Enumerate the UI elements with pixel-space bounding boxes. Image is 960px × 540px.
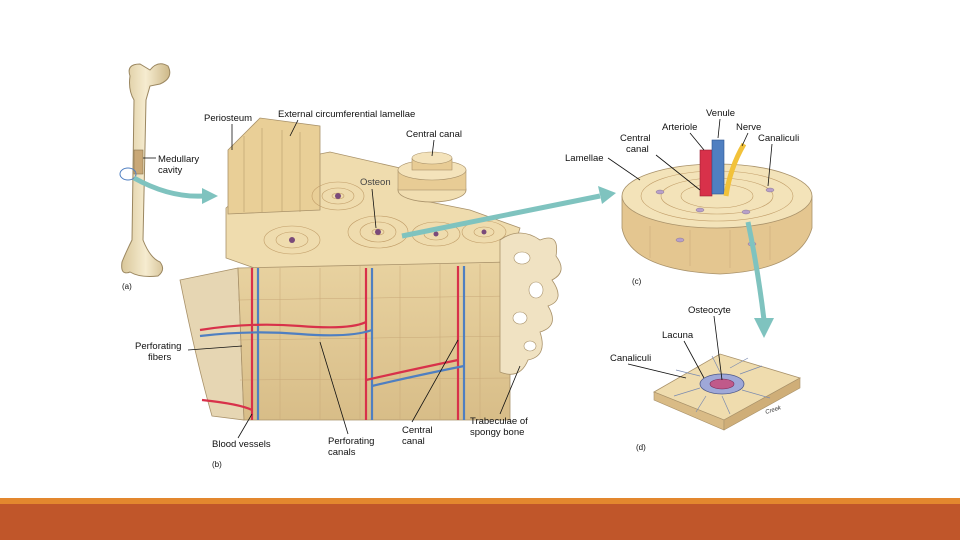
panel-a-label: (a)	[122, 282, 132, 291]
osteon-disc	[621, 139, 813, 275]
central-canal-top-label: Central canal	[406, 129, 462, 140]
lacuna-leader	[683, 340, 705, 379]
arrow-c-to-d	[745, 221, 767, 321]
perforating-canals-label: Perforating	[328, 436, 374, 447]
central-canal-c-label-2: canal	[626, 144, 649, 155]
osteon-leader	[371, 188, 377, 229]
central-canal-top-leader	[431, 139, 435, 157]
lacuna-block	[653, 353, 802, 431]
lamellae-label: Lamellae	[565, 153, 604, 164]
canaliculi-d-leader	[627, 363, 687, 379]
medullary-label-2: cavity	[158, 165, 183, 176]
lamellae-leader	[607, 157, 641, 181]
arrow-b-to-c	[401, 193, 601, 239]
arrow-b-to-c-head	[598, 186, 616, 204]
perforating-fibers-leader	[187, 345, 243, 351]
blood-vessels-leader	[237, 413, 253, 439]
central-canal-bottom-label: Central	[402, 425, 433, 436]
artist-signature: Creek	[765, 405, 783, 416]
external-lamellae-label: External circumferential lamellae	[278, 109, 415, 120]
periosteum-label: Periosteum	[204, 113, 252, 124]
perforating-fibers-label: Perforating	[135, 341, 181, 352]
central-canal-c-label: Central	[620, 133, 651, 144]
trabeculae-label: Trabeculae of	[470, 416, 528, 427]
canaliculi-c-label: Canaliculi	[758, 133, 799, 144]
footer-band	[0, 504, 960, 540]
panel-d-label: (d)	[636, 443, 646, 452]
venule-label: Venule	[706, 108, 735, 119]
central-canal-bottom-label-2: canal	[402, 436, 425, 447]
perforating-fibers-label-2: fibers	[148, 352, 171, 363]
external-lamellae-leader	[289, 119, 299, 137]
central-canal-bottom-leader	[411, 339, 459, 423]
panel-b-label: (b)	[212, 460, 222, 469]
nerve-leader	[741, 132, 749, 147]
perforating-canals-label-2: canals	[328, 447, 356, 458]
trabeculae-leader	[499, 365, 521, 415]
footer-accent-stripe	[0, 498, 960, 504]
osteon-label: Osteon	[360, 177, 391, 188]
arrow-a-to-b	[132, 175, 205, 199]
central-canal-c-leader	[655, 154, 701, 191]
perforating-canals-leader	[319, 341, 349, 435]
femur-illustration	[119, 63, 171, 277]
arrow-a-to-b-head	[202, 188, 218, 204]
trabeculae-label-2: spongy bone	[470, 427, 524, 438]
compact-bone-block	[179, 117, 562, 421]
blood-vessels-label: Blood vessels	[212, 439, 271, 450]
arrow-c-to-d-head	[754, 318, 774, 338]
osteocyte-label: Osteocyte	[688, 305, 731, 316]
canaliculi-c-leader	[767, 143, 773, 187]
venule-leader	[717, 118, 721, 139]
panel-c-label: (c)	[632, 277, 642, 286]
arteriole-leader	[689, 132, 705, 151]
canaliculi-d-label: Canaliculi	[610, 353, 651, 364]
lacuna-label: Lacuna	[662, 330, 694, 341]
nerve-label: Nerve	[736, 122, 761, 133]
osteocyte-leader	[713, 315, 723, 381]
arteriole-label: Arteriole	[662, 122, 697, 133]
medullary-label: Medullary	[158, 154, 199, 165]
